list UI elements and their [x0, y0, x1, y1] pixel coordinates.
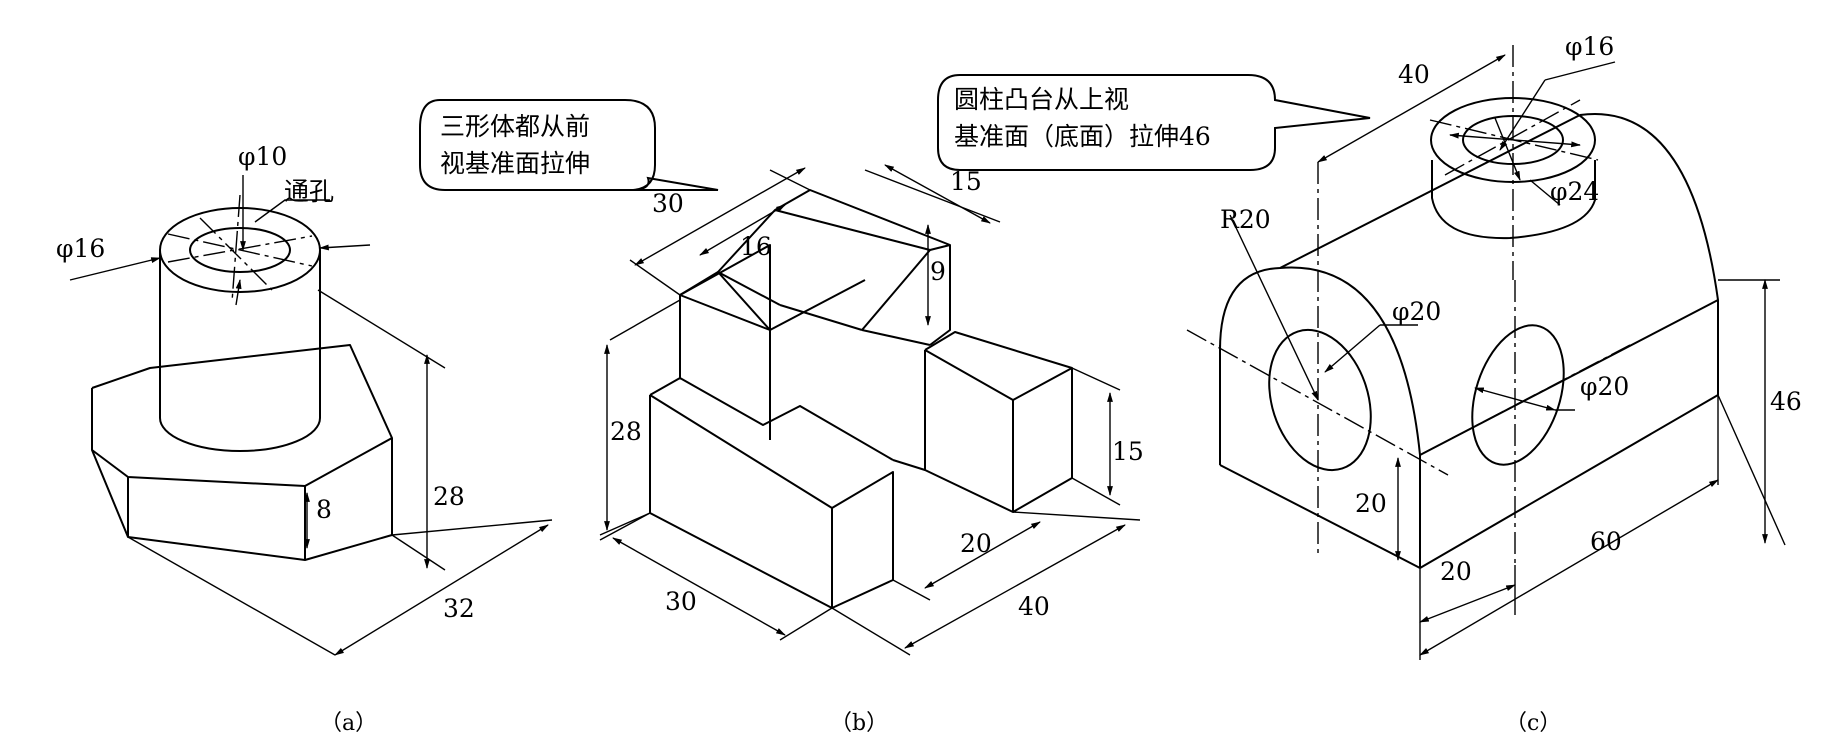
dim-b-15-right: 15	[1112, 437, 1144, 466]
dim-b-28: 28	[610, 417, 642, 446]
figure-a: φ10 通孔 φ16 8 28 32 （a）	[56, 142, 553, 736]
cylinder	[159, 194, 321, 452]
dim-c-20-horizontal: 20	[1440, 557, 1472, 586]
dimensions-a	[69, 175, 553, 656]
dimensions-b	[599, 164, 1141, 656]
dim-c-phi24: φ24	[1550, 177, 1599, 206]
note-b-line1: 三形体都从前	[440, 112, 590, 141]
dim-b-20: 20	[960, 529, 992, 558]
caption-b: （b）	[830, 711, 888, 736]
dim-a-32: 32	[443, 594, 475, 623]
dimensions-c	[1229, 54, 1786, 660]
dim-c-phi20-left: φ20	[1392, 297, 1441, 326]
note-c-line2: 基准面（底面）拉伸46	[954, 122, 1211, 151]
callout-c	[937, 74, 1371, 171]
figure-c: 圆柱凸台从上视 基准面（底面）拉伸46	[937, 32, 1802, 736]
dim-b-30-bottom: 30	[665, 587, 697, 616]
dim-b-9: 9	[930, 257, 946, 286]
dim-a-phi10: φ10	[238, 142, 287, 171]
note-c-line1: 圆柱凸台从上视	[954, 85, 1129, 114]
stepped-block	[649, 189, 1073, 609]
dim-c-phi16: φ16	[1565, 32, 1614, 61]
figure-b: 三形体都从前 视基准面拉伸	[419, 99, 1144, 736]
dim-a-8: 8	[316, 495, 332, 524]
caption-c: （c）	[1505, 711, 1561, 736]
dim-c-40: 40	[1398, 60, 1430, 89]
dim-c-20-vertical: 20	[1355, 489, 1387, 518]
dim-b-16: 16	[740, 232, 772, 261]
dim-c-46: 46	[1770, 387, 1802, 416]
hex-prism	[91, 344, 393, 561]
dim-b-15-top: 15	[950, 167, 982, 196]
dim-c-phi20-right: φ20	[1580, 372, 1629, 401]
dim-c-60: 60	[1590, 527, 1622, 556]
dim-a-28: 28	[433, 482, 465, 511]
dim-b-30-top: 30	[652, 189, 684, 218]
caption-a: （a）	[320, 711, 377, 736]
dim-a-phi16: φ16	[56, 234, 105, 263]
dim-b-40: 40	[1018, 592, 1050, 621]
dim-c-r20: R20	[1220, 205, 1271, 234]
note-b-line2: 视基准面拉伸	[440, 149, 590, 178]
dim-a-through-hole: 通孔	[284, 177, 334, 206]
